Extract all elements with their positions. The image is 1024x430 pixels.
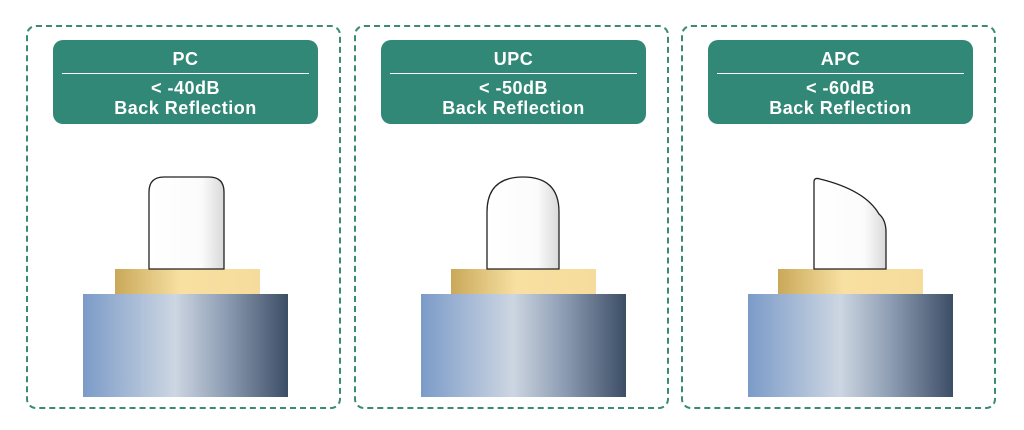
label-divider (717, 73, 964, 74)
polish-type-label: PC (172, 49, 199, 69)
panel-apc: APC < -60dB Back Reflection (681, 25, 996, 409)
fiber-tip-pc (148, 176, 225, 270)
panel-pc: PC < -40dB Back Reflection (26, 25, 341, 409)
fiber-tip-upc (486, 176, 560, 270)
panel-upc: UPC < -50dB Back Reflection (354, 25, 669, 409)
connector-apc-illustration (748, 177, 953, 397)
ferrule-collar (451, 269, 596, 294)
ferrule-body (421, 294, 626, 397)
polish-type-label: UPC (493, 49, 534, 69)
label-divider (62, 73, 309, 74)
fiber-tip-apc (813, 177, 887, 270)
back-reflection-value: < -60dB (805, 78, 876, 98)
label-divider (390, 73, 637, 74)
back-reflection-caption: Back Reflection (769, 98, 912, 118)
label-box-upc: UPC < -50dB Back Reflection (381, 40, 646, 124)
back-reflection-caption: Back Reflection (114, 98, 257, 118)
connector-pc-illustration (83, 176, 288, 397)
back-reflection-caption: Back Reflection (442, 98, 585, 118)
polish-type-label: APC (820, 49, 861, 69)
ferrule-body (83, 294, 288, 397)
label-box-pc: PC < -40dB Back Reflection (53, 40, 318, 124)
connector-upc-illustration (421, 176, 626, 397)
ferrule-collar (115, 269, 260, 294)
back-reflection-value: < -40dB (150, 78, 221, 98)
ferrule-body (748, 294, 953, 397)
back-reflection-value: < -50dB (478, 78, 549, 98)
ferrule-collar (778, 269, 923, 294)
label-box-apc: APC < -60dB Back Reflection (708, 40, 973, 124)
